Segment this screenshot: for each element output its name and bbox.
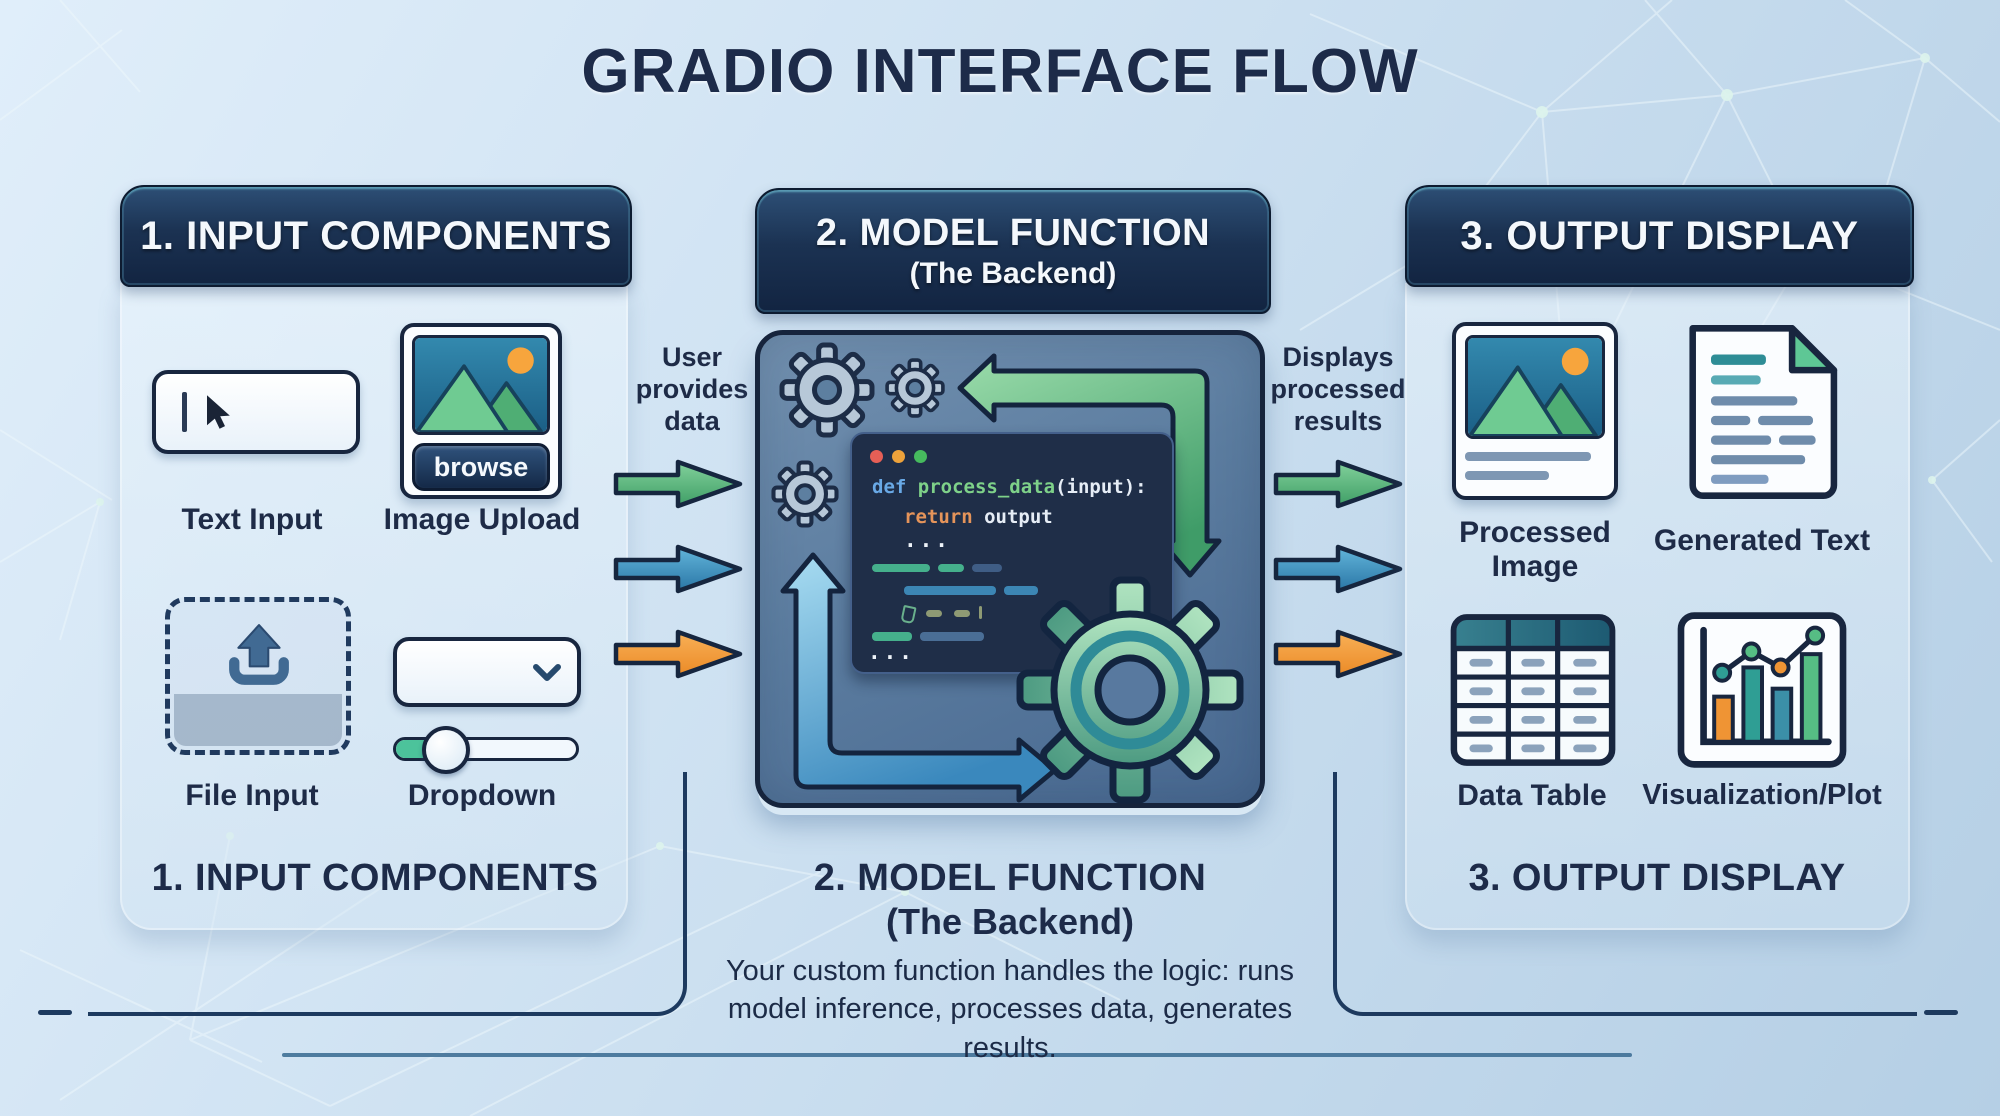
code-ellipsis: ... — [904, 528, 951, 552]
gear-icon — [885, 358, 945, 418]
upload-tray-icon — [229, 624, 289, 685]
blue-arrow-right-icon — [1273, 544, 1403, 594]
model-panel-header-subtitle: (The Backend) — [909, 256, 1117, 290]
window-traffic-light-yellow-icon — [892, 450, 905, 463]
window-traffic-light-green-icon — [914, 450, 927, 463]
processed-image-label: Processed Image — [1459, 516, 1611, 583]
code-bar — [979, 606, 982, 619]
input-panel-header-label: 1. INPUT COMPONENTS — [140, 213, 612, 258]
code-bar — [1004, 586, 1038, 595]
file-input-label: File Input — [185, 779, 319, 812]
image-mountain-sun-icon — [1465, 335, 1605, 439]
output-panel-caption: 3. OUTPUT DISPLAY — [1468, 857, 1846, 899]
text-input-box[interactable] — [152, 370, 360, 454]
chevron-down-icon — [533, 664, 561, 681]
code-ellipsis-bottom: ... — [868, 640, 915, 664]
generated-text-label: Generated Text — [1653, 524, 1871, 557]
model-panel-header-title: 2. MODEL FUNCTION — [815, 211, 1211, 254]
code-line-def: def process_data(input): — [872, 476, 1147, 498]
code-bar — [872, 564, 930, 572]
gear-icon — [779, 342, 875, 438]
output-panel-header: 3. OUTPUT DISPLAY — [1405, 185, 1914, 287]
input-panel-header: 1. INPUT COMPONENTS — [120, 185, 632, 287]
large-gear-icon — [1016, 576, 1244, 804]
slider-handle[interactable] — [422, 726, 470, 774]
output-panel-header-label: 3. OUTPUT DISPLAY — [1460, 213, 1859, 258]
code-line-return: return output — [904, 506, 1053, 528]
flow-label-displays-results: Displays processed results — [1270, 342, 1406, 436]
page-title: GRADIO INTERFACE FLOW — [581, 37, 1419, 106]
orange-arrow-right-icon — [1273, 629, 1403, 679]
code-bar — [920, 632, 984, 641]
gear-icon — [771, 460, 839, 528]
bottom-teal-line — [282, 1053, 1632, 1057]
model-loop-arrows — [780, 353, 1222, 803]
document-text-icon — [1689, 325, 1838, 499]
code-bar — [972, 564, 1002, 572]
model-caption-subtitle: (The Backend) — [885, 901, 1135, 942]
green-arrow-right-icon — [613, 459, 743, 509]
code-bar — [904, 586, 996, 595]
text-input-label: Text Input — [181, 503, 323, 536]
data-table-label: Data Table — [1457, 779, 1607, 812]
bottom-left-dash — [38, 1010, 72, 1015]
browse-button[interactable]: browse — [412, 443, 550, 491]
model-description: Your custom function handles the logic: … — [726, 955, 1294, 1064]
orange-arrow-right-icon — [613, 629, 743, 679]
image-upload-widget[interactable]: browse — [400, 323, 562, 499]
code-glyph — [900, 604, 917, 625]
green-arrow-right-icon — [1273, 459, 1403, 509]
browse-button-label: browse — [433, 451, 529, 482]
visualization-plot-label: Visualization/Plot — [1642, 779, 1882, 811]
text-placeholder-bar — [1465, 452, 1591, 461]
text-cursor-ibeam-icon — [182, 392, 187, 432]
code-bar — [872, 632, 912, 641]
model-caption-title: 2. MODEL FUNCTION — [813, 857, 1207, 899]
blue-arrow-right-icon — [613, 544, 743, 594]
model-panel-header: 2. MODEL FUNCTION (The Backend) — [755, 188, 1271, 314]
code-bar — [926, 610, 942, 617]
image-mountain-sun-icon — [412, 335, 550, 435]
code-bar — [954, 610, 970, 617]
pointer-cursor-icon — [207, 395, 230, 429]
dropdown-select[interactable] — [393, 637, 581, 707]
bottom-left-bracket-line — [88, 772, 687, 1016]
bottom-right-bracket-line — [1333, 772, 1917, 1016]
bar-line-chart-icon — [1677, 612, 1847, 768]
image-upload-label: Image Upload — [383, 503, 581, 536]
green-bent-arrow-icon — [957, 353, 1222, 578]
slider-track[interactable] — [393, 726, 579, 774]
file-input-tray-fill — [174, 694, 342, 746]
text-placeholder-bar — [1465, 471, 1549, 480]
file-input-dropzone[interactable] — [165, 597, 351, 755]
code-editor-window: def process_data(input): return output .… — [850, 432, 1174, 674]
bottom-right-dash — [1924, 1010, 1958, 1015]
dropdown-label: Dropdown — [407, 779, 557, 812]
flow-label-user-provides-data: User provides data — [635, 342, 749, 436]
processed-image-card — [1452, 322, 1618, 500]
data-table-icon — [1450, 614, 1616, 766]
input-panel-caption: 1. INPUT COMPONENTS — [151, 857, 599, 899]
window-traffic-light-red-icon — [870, 450, 883, 463]
code-bar — [938, 564, 964, 572]
